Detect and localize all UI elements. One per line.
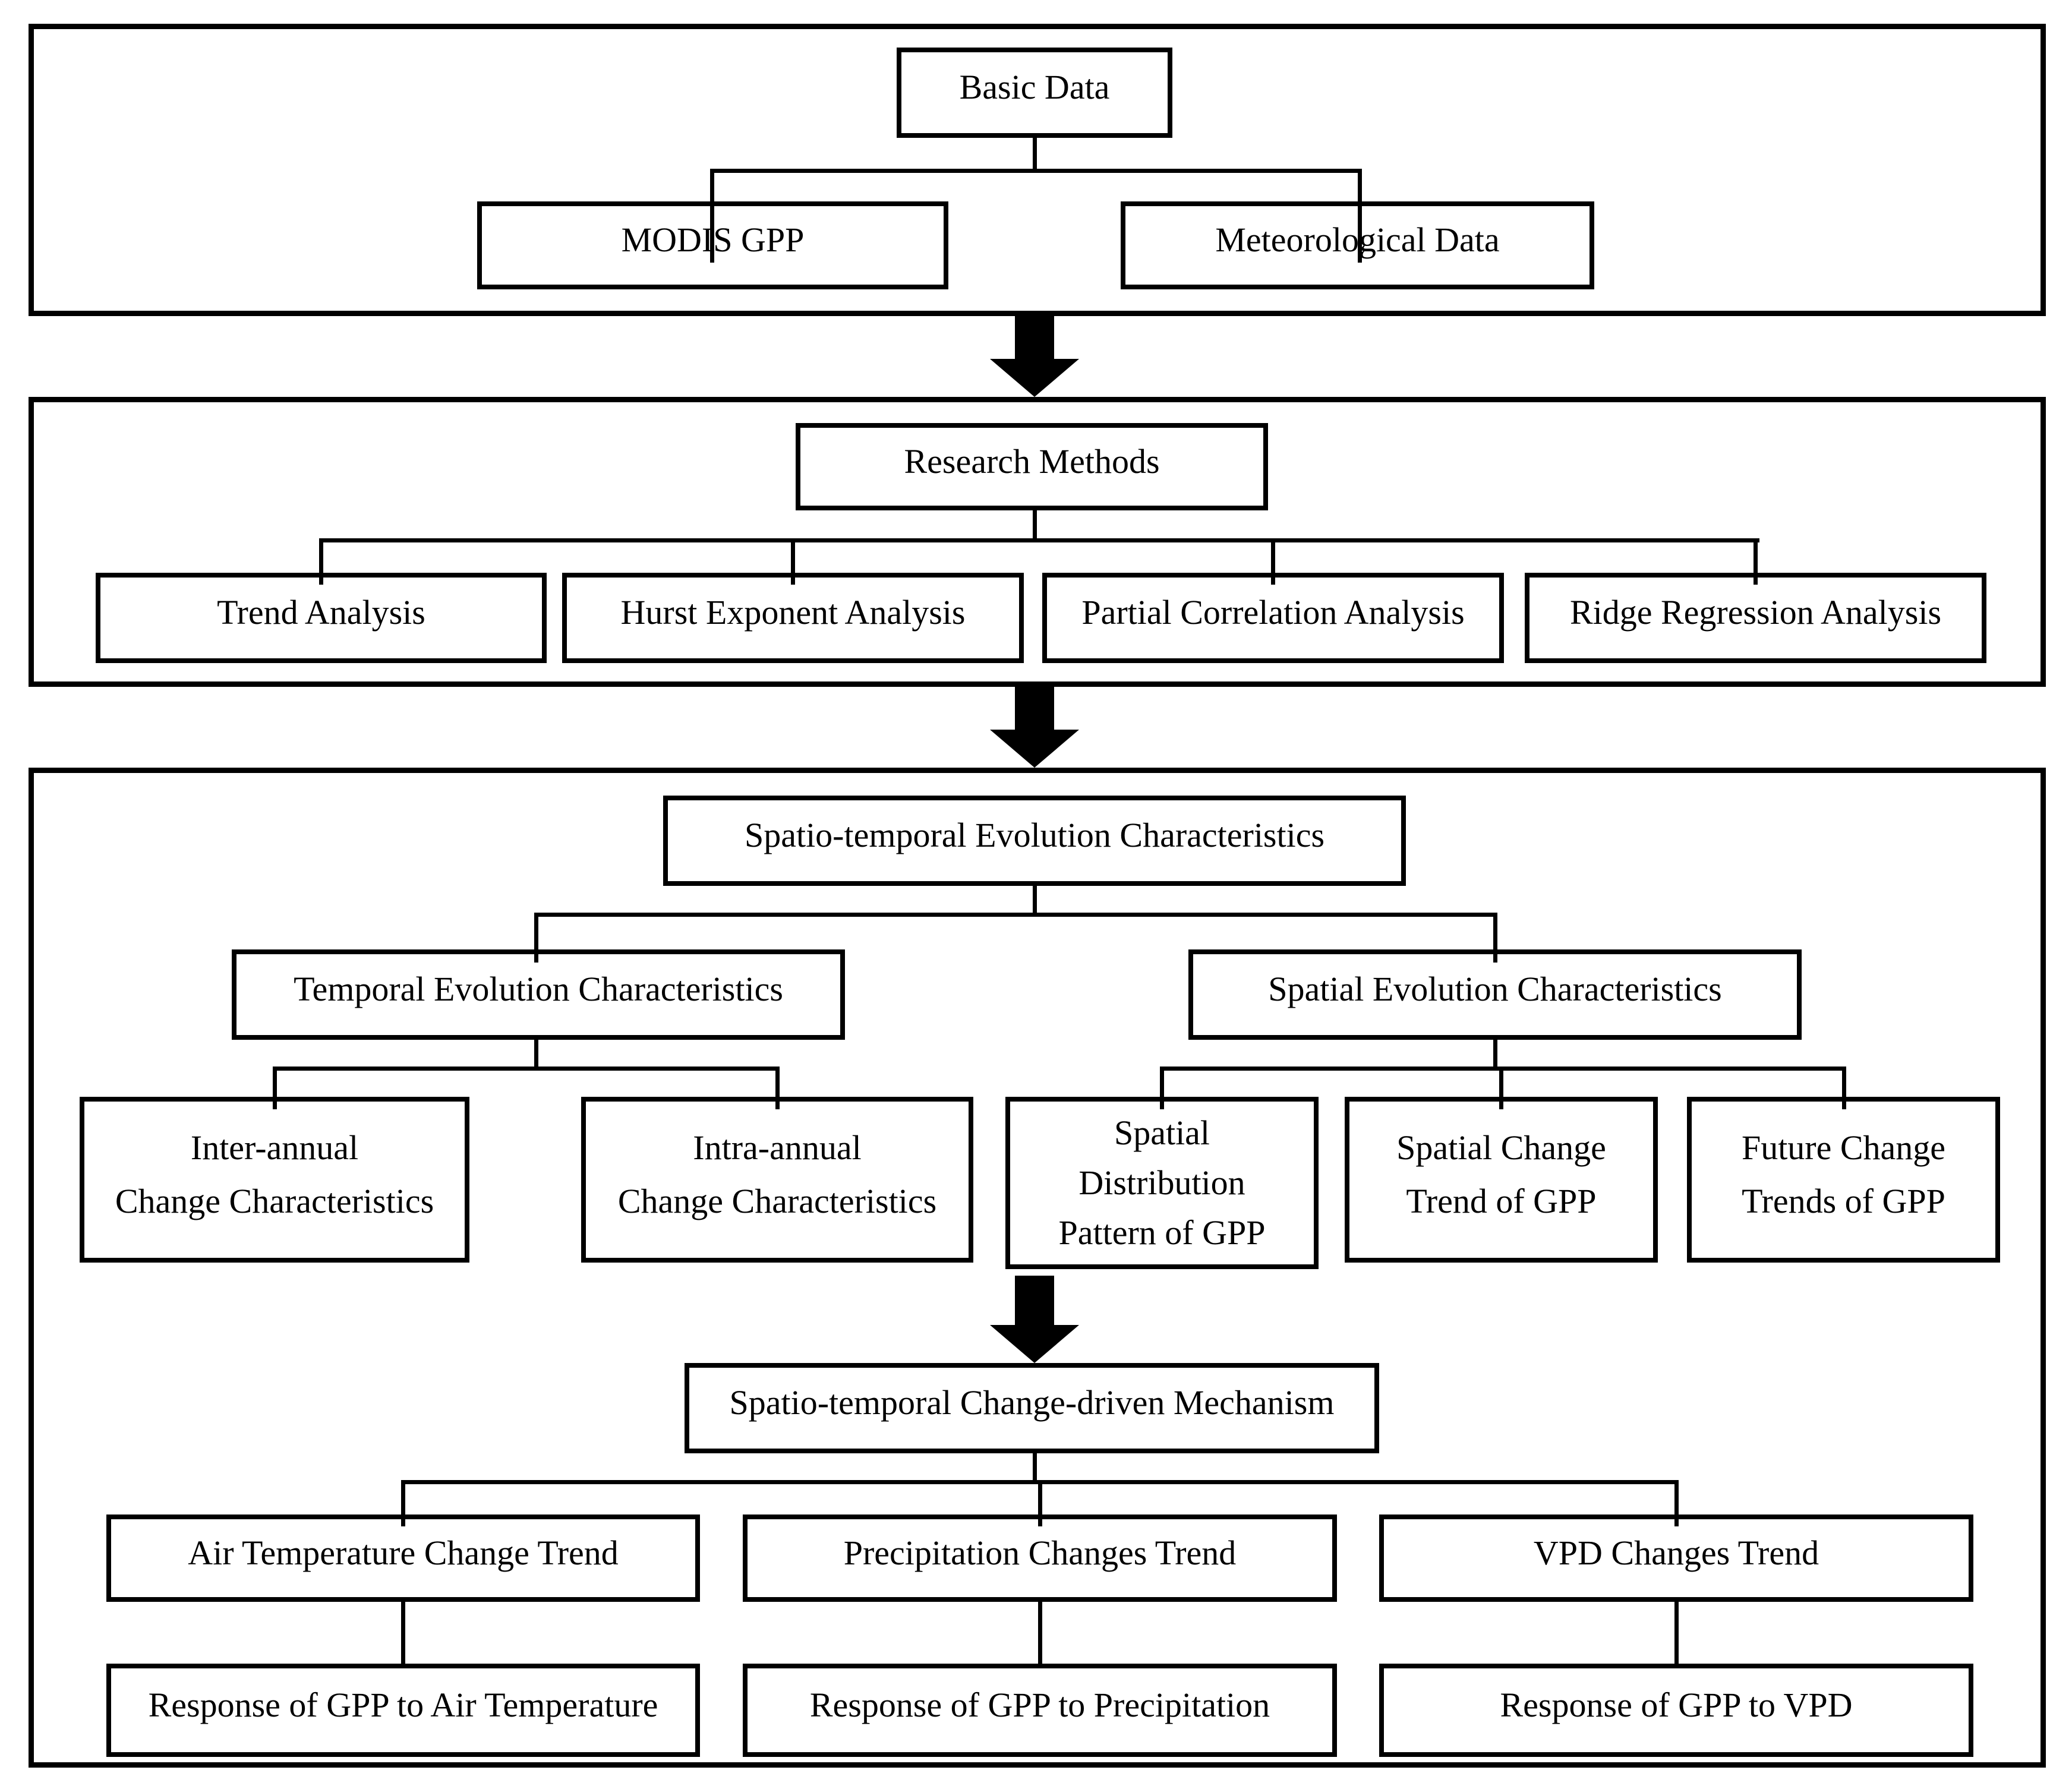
connector-drop-spatial-change [1499, 1067, 1503, 1109]
connector-spatial-stem [1493, 1037, 1497, 1070]
connector-drop-intraannual [775, 1067, 780, 1109]
temporal-evolution-box: Temporal Evolution Characteristics [232, 949, 845, 1040]
connector-drop-vpd [1674, 1480, 1679, 1526]
connector-precipitation-response [1038, 1599, 1042, 1666]
connector-temporal-stem [534, 1037, 538, 1070]
down-arrow-stem [1015, 1276, 1054, 1325]
down-arrow-1 [990, 316, 1079, 397]
intra-annual-box: Intra-annual Change Characteristics [581, 1097, 973, 1263]
connector-drop-partial [1271, 538, 1275, 585]
connector-evolution-stem [1033, 884, 1037, 916]
down-arrow-head [990, 359, 1079, 397]
spatial-change-trend-box: Spatial Change Trend of GPP [1345, 1097, 1658, 1263]
ridge-regression-analysis-box: Ridge Regression Analysis [1525, 573, 1986, 663]
meteorological-data-box: Meteorological Data [1121, 201, 1594, 289]
basic-data-box: Basic Data [897, 48, 1172, 138]
connector-drop-ridge [1754, 538, 1758, 585]
spatio-temporal-mechanism-box: Spatio-temporal Change-driven Mechanism [685, 1363, 1379, 1453]
research-methods-box: Research Methods [796, 423, 1268, 510]
spatial-distribution-box: Spatial Distribution Pattern of GPP [1005, 1097, 1319, 1269]
response-vpd-box: Response of GPP to VPD [1379, 1664, 1973, 1757]
connector-air-response [401, 1599, 405, 1666]
down-arrow-head [990, 730, 1079, 768]
connector-drop-future-change [1842, 1067, 1846, 1109]
connector-drop-interannual [273, 1067, 277, 1109]
connector-drop-trend [319, 538, 323, 585]
connector-vpd-response [1674, 1599, 1679, 1666]
connector-mechanism-stem [1033, 1451, 1037, 1484]
response-precipitation-box: Response of GPP to Precipitation [743, 1664, 1337, 1757]
connector-drop-hurst [791, 538, 795, 585]
connector-basic-stem [1033, 137, 1037, 171]
down-arrow-stem [1015, 316, 1054, 359]
connector-methods-branch [319, 538, 1759, 542]
spatio-temporal-evolution-box: Spatio-temporal Evolution Characteristic… [663, 796, 1406, 886]
hurst-exponent-analysis-box: Hurst Exponent Analysis [562, 573, 1024, 663]
spatial-evolution-box: Spatial Evolution Characteristics [1188, 949, 1802, 1040]
down-arrow-3 [990, 1276, 1079, 1363]
connector-temporal-branch [273, 1067, 780, 1071]
connector-drop-temporal [534, 913, 538, 963]
trend-analysis-box: Trend Analysis [96, 573, 547, 663]
air-temperature-trend-box: Air Temperature Change Trend [106, 1515, 700, 1602]
connector-drop-spatial [1493, 913, 1497, 963]
connector-evolution-branch [534, 913, 1497, 917]
connector-drop-precipitation [1038, 1480, 1042, 1526]
connector-drop-air-temperature [401, 1480, 405, 1526]
connector-drop-meteorological [1358, 169, 1362, 263]
partial-correlation-analysis-box: Partial Correlation Analysis [1042, 573, 1504, 663]
response-air-temperature-box: Response of GPP to Air Temperature [106, 1664, 700, 1757]
inter-annual-box: Inter-annual Change Characteristics [80, 1097, 469, 1263]
connector-methods-stem [1033, 508, 1037, 542]
future-change-trends-box: Future Change Trends of GPP [1687, 1097, 2000, 1263]
precipitation-trend-box: Precipitation Changes Trend [743, 1515, 1337, 1602]
connector-drop-modis [710, 169, 714, 263]
connector-drop-distribution [1160, 1067, 1164, 1109]
vpd-trend-box: VPD Changes Trend [1379, 1515, 1973, 1602]
connector-basic-branch [710, 169, 1362, 173]
down-arrow-2 [990, 687, 1079, 768]
down-arrow-head [990, 1325, 1079, 1363]
down-arrow-stem [1015, 687, 1054, 730]
